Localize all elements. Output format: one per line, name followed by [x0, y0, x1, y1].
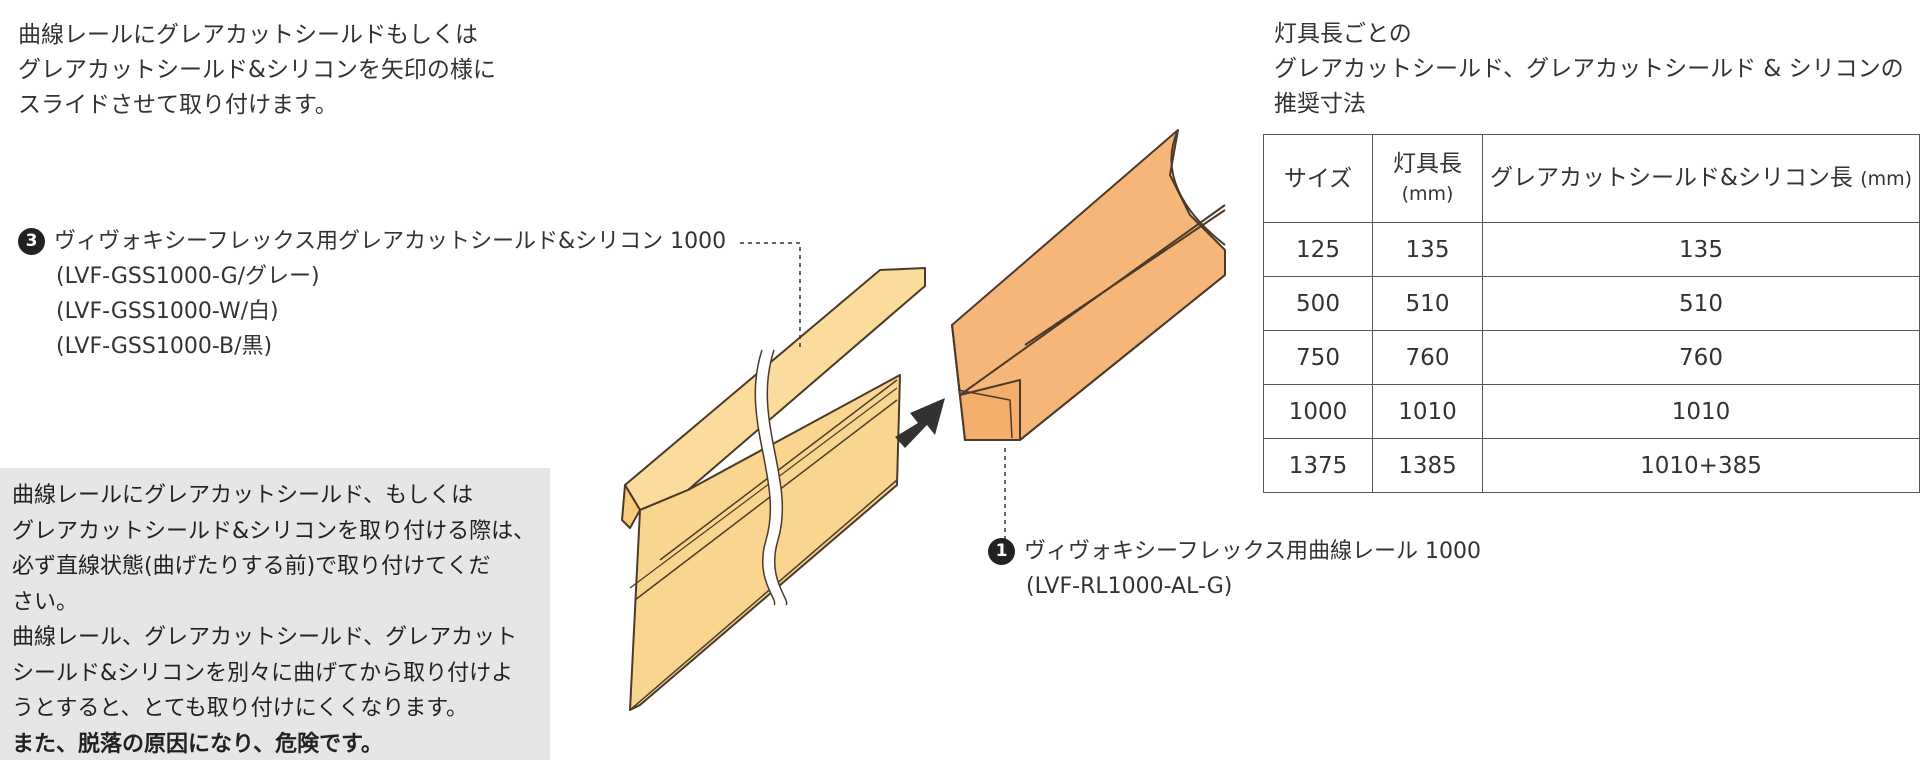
cell-size: 1000 — [1263, 384, 1373, 439]
part1-label: 1 ヴィヴォキシーフレックス用曲線レール 1000 (LVF-RL1000-AL… — [988, 534, 1481, 604]
table-title-line: 推奨寸法 — [1274, 91, 1366, 117]
part1-name: ヴィヴォキシーフレックス用曲線レール 1000 — [1024, 539, 1482, 564]
cell-shield-length: 135 — [1482, 222, 1920, 277]
note-line: さい。 — [12, 589, 79, 615]
part3-model: (LVF-GSS1000-B/黒) — [56, 334, 273, 359]
intro-line: スライドさせて取り付けます。 — [18, 92, 338, 118]
note-line: うとすると、とても取り付けにくくなります。 — [12, 696, 469, 721]
cell-length: 760 — [1372, 330, 1483, 385]
cell-size: 500 — [1263, 276, 1373, 331]
cell-size: 125 — [1263, 222, 1373, 277]
table-title-line: 灯具長ごとの — [1274, 21, 1412, 47]
cell-length: 1010 — [1372, 384, 1483, 439]
note-line: 必ず直線状態(曲げたりする前)で取り付けてくだ — [12, 554, 491, 579]
table-row: 125 135 135 — [1263, 222, 1920, 277]
cell-length: 510 — [1372, 276, 1483, 331]
intro-text: 曲線レールにグレアカットシールドもしくは グレアカットシールド&シリコンを矢印の… — [18, 18, 496, 123]
part3-name: ヴィヴォキシーフレックス用グレアカットシールド&シリコン 1000 — [54, 229, 727, 254]
part-number-badge: 1 — [988, 538, 1015, 565]
cell-shield-length: 760 — [1482, 330, 1920, 385]
part3-model: (LVF-GSS1000-G/グレー) — [56, 264, 320, 289]
table-title: 灯具長ごとの グレアカットシールド、グレアカットシールド & シリコンの 推奨寸… — [1274, 17, 1904, 122]
cell-shield-length: 510 — [1482, 276, 1920, 331]
note-line: グレアカットシールド&シリコンを取り付ける際は、 — [12, 518, 536, 544]
intro-line: 曲線レールにグレアカットシールドもしくは — [18, 22, 478, 48]
curved-rail-illustration — [951, 129, 1226, 441]
table-title-line: グレアカットシールド、グレアカットシールド & シリコンの — [1274, 56, 1904, 82]
header-shield-label: グレアカットシールド&シリコン長 — [1489, 165, 1853, 191]
table-row: 1000 1010 1010 — [1263, 384, 1920, 439]
table-row: 500 510 510 — [1263, 276, 1920, 331]
cell-length: 135 — [1372, 222, 1483, 277]
leader-line-part3 — [740, 242, 801, 350]
header-length: 灯具長 (mm) — [1372, 134, 1483, 223]
note-line: 曲線レール、グレアカットシールド、グレアカット — [12, 625, 518, 650]
header-size: サイズ — [1263, 134, 1373, 223]
part1-model: (LVF-RL1000-AL-G) — [1026, 574, 1233, 599]
slide-arrow-icon — [895, 398, 945, 448]
part-number-badge: 3 — [18, 228, 45, 255]
note-warning-line: また、脱落の原因になり、危険です。 — [12, 731, 383, 757]
header-length-label: 灯具長 — [1393, 150, 1462, 177]
table-row: 1375 1385 1010+385 — [1263, 438, 1920, 493]
part3-label: 3 ヴィヴォキシーフレックス用グレアカットシールド&シリコン 1000 (LVF… — [18, 224, 726, 364]
dimension-table: サイズ 灯具長 (mm) グレアカットシールド&シリコン長 (mm) 125 1… — [1263, 134, 1920, 493]
note-line: シールド&シリコンを別々に曲げてから取り付けよ — [12, 660, 514, 686]
cell-shield-length: 1010+385 — [1482, 438, 1920, 493]
header-shield-length: グレアカットシールド&シリコン長 (mm) — [1482, 134, 1920, 223]
part3-model: (LVF-GSS1000-W/白) — [56, 299, 279, 324]
cell-size: 750 — [1263, 330, 1373, 385]
cell-shield-length: 1010 — [1482, 384, 1920, 439]
note-line: 曲線レールにグレアカットシールド、もしくは — [12, 483, 474, 508]
table-row: 750 760 760 — [1263, 330, 1920, 385]
cell-size: 1375 — [1263, 438, 1373, 493]
table-header-row: サイズ 灯具長 (mm) グレアカットシールド&シリコン長 (mm) — [1263, 134, 1920, 223]
header-shield-unit: (mm) — [1860, 168, 1913, 190]
intro-line: グレアカットシールド&シリコンを矢印の様に — [18, 57, 496, 83]
caution-note: 曲線レールにグレアカットシールド、もしくは グレアカットシールド&シリコンを取り… — [0, 468, 550, 760]
cell-length: 1385 — [1372, 438, 1483, 493]
header-length-unit: (mm) — [1401, 182, 1454, 205]
